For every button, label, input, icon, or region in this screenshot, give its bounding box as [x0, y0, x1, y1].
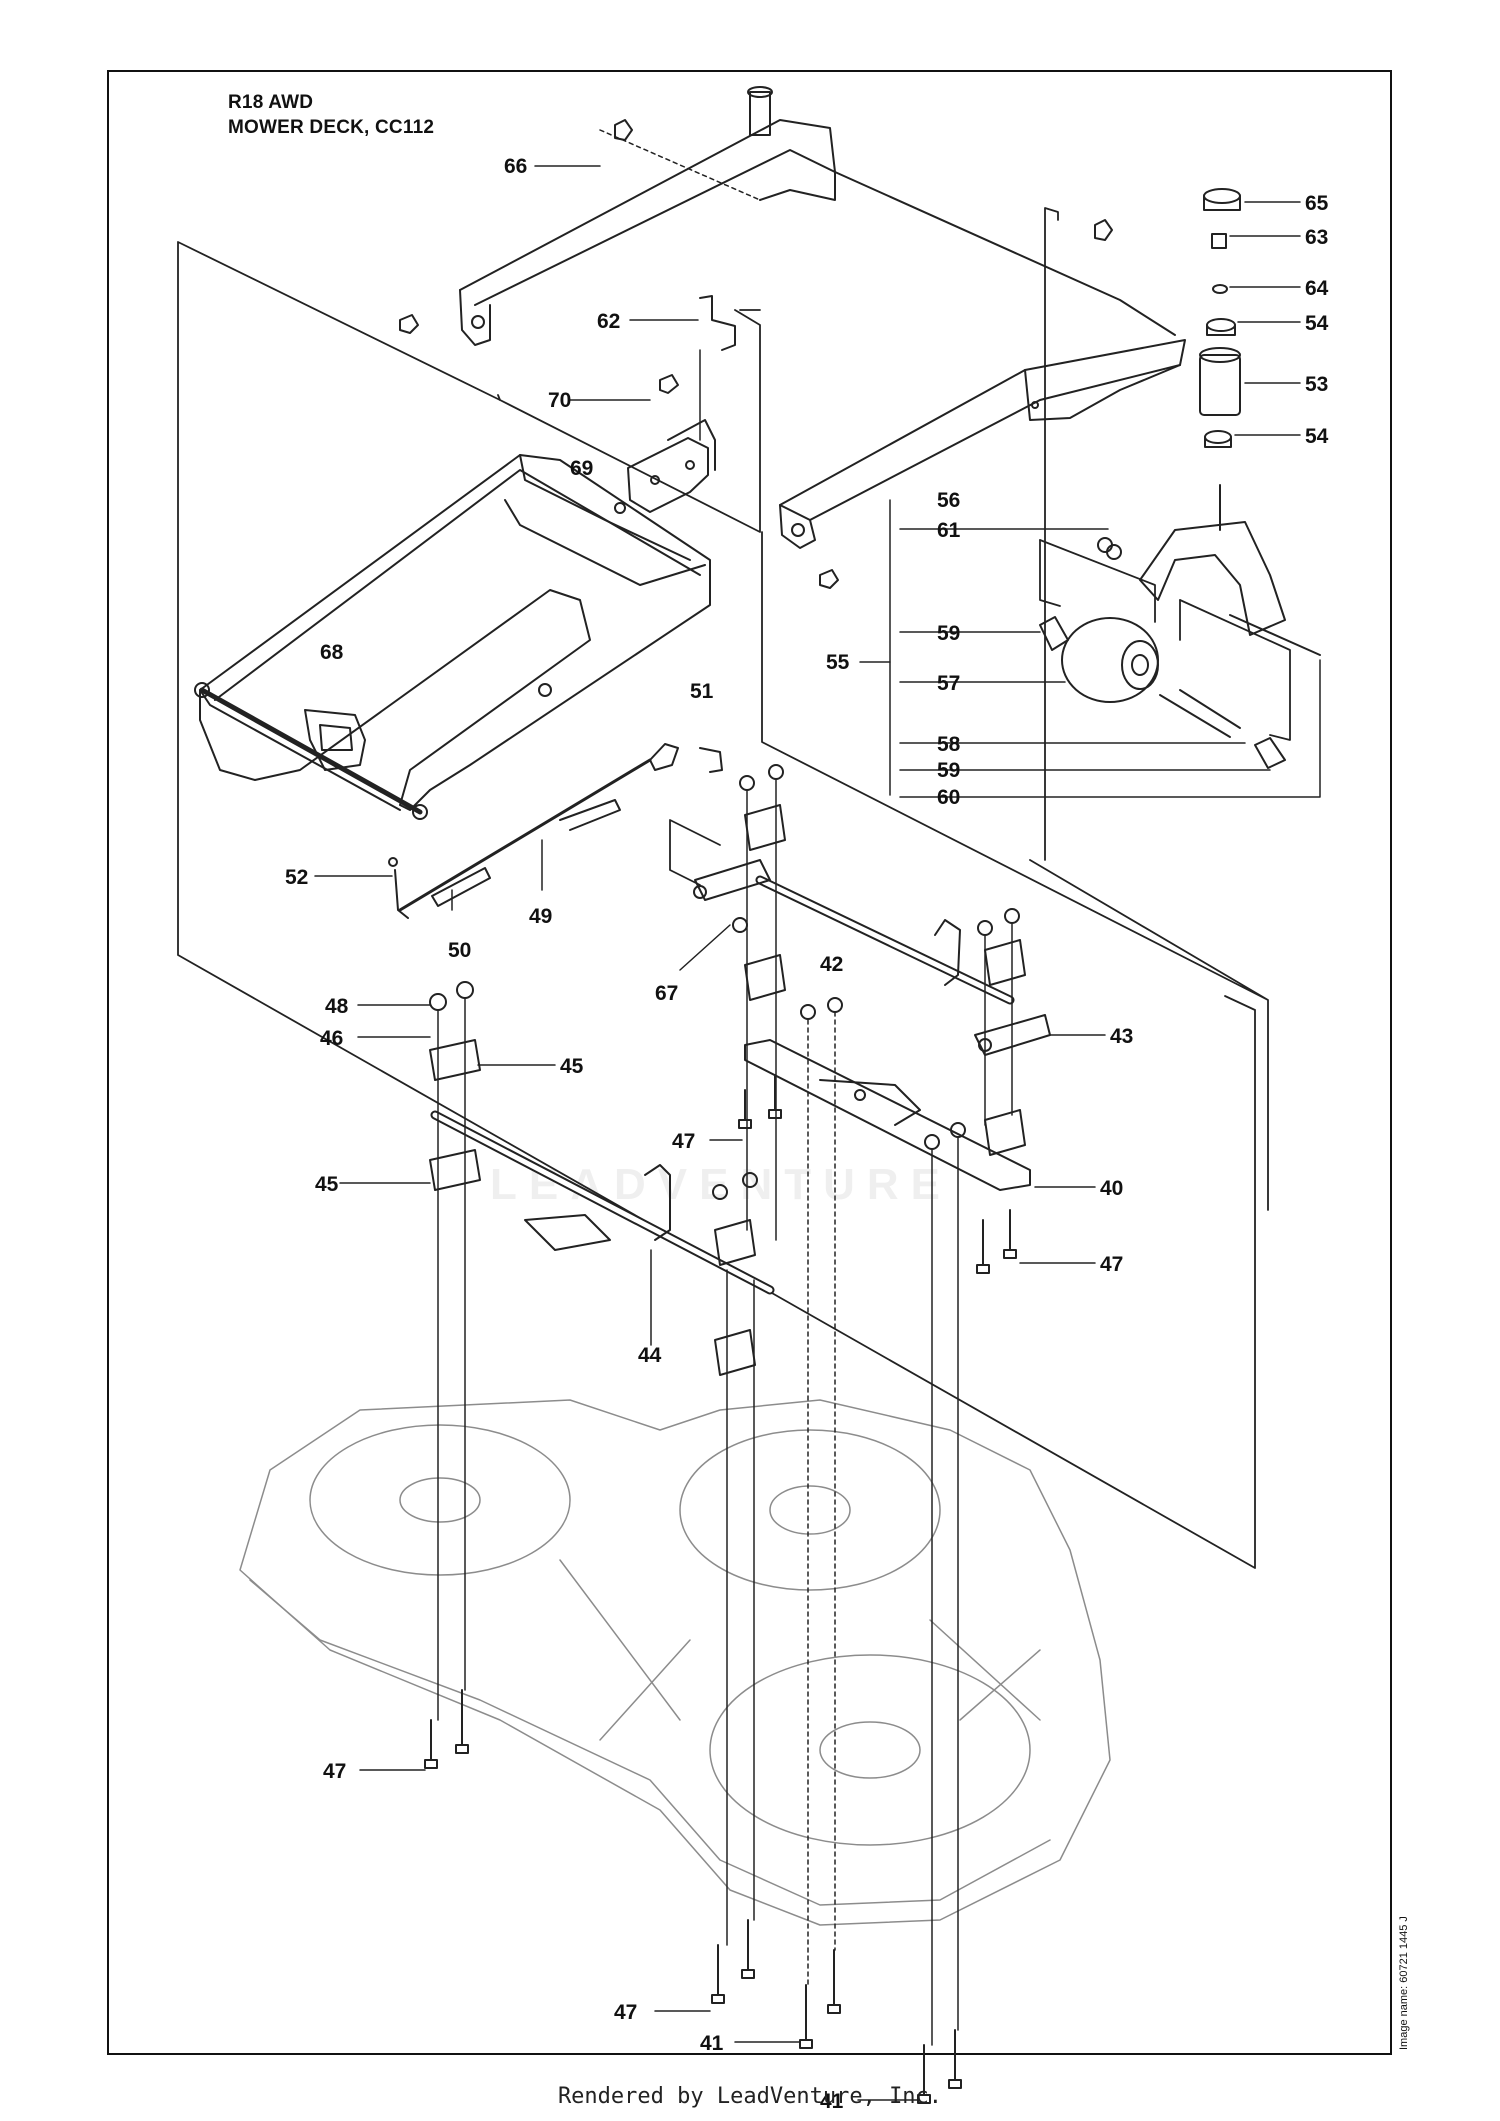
callout-50: 50 [448, 939, 471, 962]
caster-bushings [1203, 188, 1241, 448]
alignment-lines [437, 129, 1013, 2046]
caster-yoke [1139, 484, 1286, 636]
callout-64: 64 [1305, 277, 1329, 300]
callout-40: 40 [1100, 1177, 1123, 1200]
callout-68: 68 [320, 641, 344, 664]
callout-51: 51 [690, 680, 714, 703]
callout-45-lower: 45 [315, 1173, 339, 1196]
front-frame [194, 454, 711, 820]
pillow-blocks [429, 804, 1026, 1376]
leader-lines [314, 165, 1321, 2101]
callout-42: 42 [820, 953, 843, 976]
callout-49: 49 [529, 905, 552, 928]
callout-57: 57 [937, 672, 960, 695]
panel-left [177, 241, 1256, 1569]
panel-center-small [669, 819, 721, 886]
spring-clip-62 [699, 295, 736, 351]
callout-41-bottom: 41 [820, 2090, 844, 2113]
callout-62: 62 [597, 310, 620, 333]
diagram-title-assembly: MOWER DECK, CC112 [228, 117, 435, 138]
caster-sleeve-53 [1199, 347, 1241, 416]
lift-arm-right [779, 339, 1186, 549]
bracket-bar-40 [744, 1039, 1031, 1191]
nuts [399, 119, 1122, 1200]
callout-47-left: 47 [323, 1760, 346, 1783]
rear-lift-shaft-42 [693, 859, 1051, 1056]
callout-53: 53 [1305, 373, 1328, 396]
image-name-label: Image name: 60721 1445 J [1398, 1916, 1410, 2050]
callout-54-upper: 54 [1305, 312, 1329, 335]
callout-69: 69 [570, 457, 593, 480]
callout-52: 52 [285, 866, 308, 889]
callout-66: 66 [504, 155, 527, 178]
bolts [424, 1074, 1017, 2104]
callout-47-center: 47 [672, 1130, 695, 1153]
panel-right [761, 531, 1269, 1211]
callout-45-upper: 45 [560, 1055, 584, 1078]
callout-55: 55 [826, 651, 850, 674]
panel-caster [1044, 207, 1059, 861]
callout-65: 65 [1305, 192, 1329, 215]
callout-63: 63 [1305, 226, 1328, 249]
callout-70: 70 [548, 389, 571, 412]
callout-47-bottom: 47 [614, 2001, 637, 2024]
callout-44: 44 [638, 1344, 662, 1367]
footer-credit: Rendered by LeadVenture, Inc. [557, 2084, 943, 2109]
callout-41-center: 41 [700, 2032, 724, 2055]
callout-59-upper: 59 [937, 622, 960, 645]
caster-wheel-57 [1039, 537, 1321, 769]
callout-59-lower: 59 [937, 759, 960, 782]
caster-inset-panels [1039, 539, 1291, 741]
callout-58: 58 [937, 733, 961, 756]
callout-labels: 66 65 63 64 54 62 53 70 54 69 56 61 59 6… [285, 155, 1329, 2113]
callout-47-right: 47 [1100, 1253, 1123, 1276]
cable-assembly [388, 743, 723, 919]
diagram-title-model: R18 AWD [228, 92, 314, 113]
callout-46: 46 [320, 1027, 343, 1050]
callout-48: 48 [325, 995, 349, 1018]
diagram-frame [107, 70, 1392, 2055]
callout-61: 61 [937, 519, 961, 542]
callout-56: 56 [937, 489, 960, 512]
callout-67: 67 [655, 982, 678, 1005]
front-lift-shaft-44 [430, 1110, 775, 1295]
lift-frame-top [459, 86, 1176, 346]
mower-deck [239, 1399, 1111, 1926]
bracket-69 [627, 419, 716, 513]
callout-43: 43 [1110, 1025, 1133, 1048]
callout-60: 60 [937, 786, 960, 809]
callout-54-lower: 54 [1305, 425, 1329, 448]
